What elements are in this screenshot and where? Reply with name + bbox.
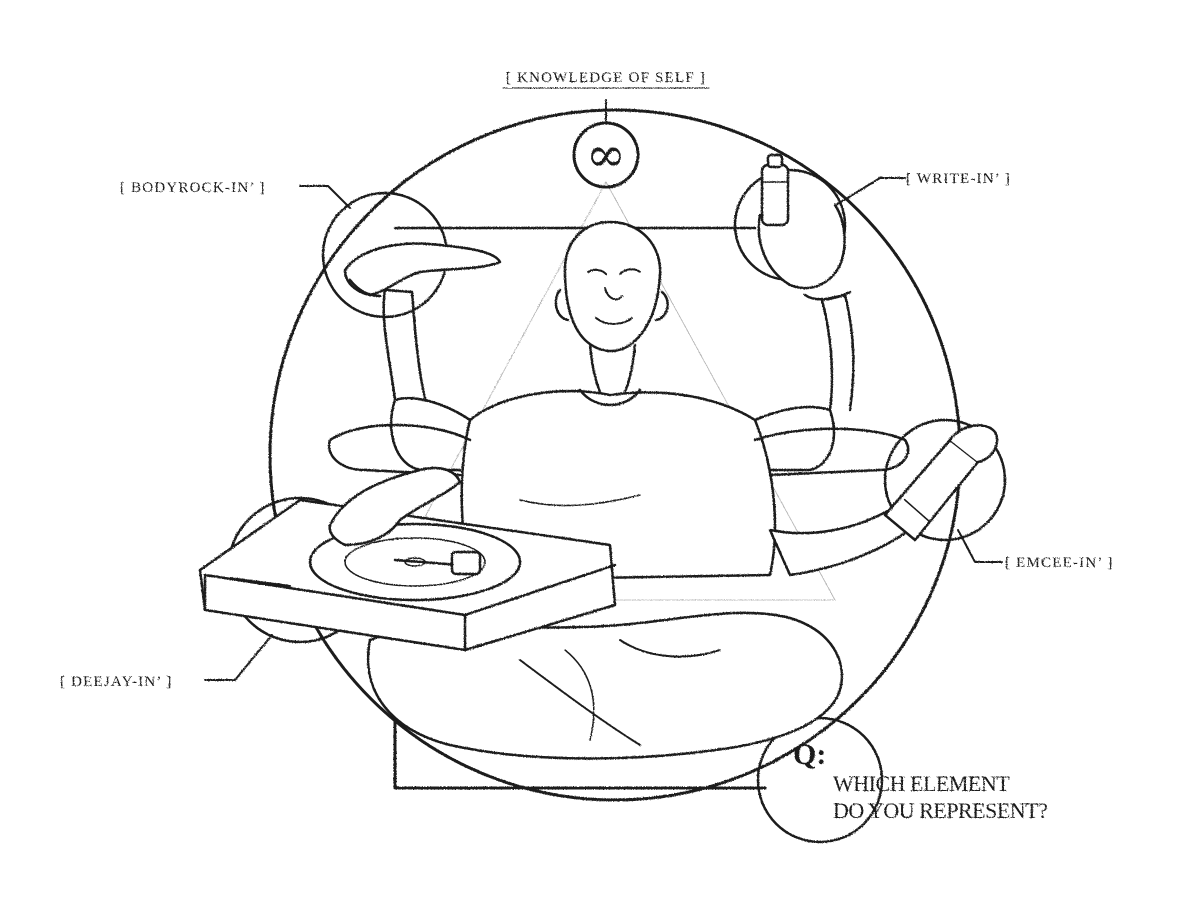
label-write-in: [ WRITE-IN’ ] — [906, 171, 1011, 187]
microphone-icon — [883, 424, 999, 542]
leader-deejay — [204, 634, 273, 681]
base-bracket — [393, 710, 767, 790]
leader-emcee — [957, 529, 1003, 563]
label-bodyrock-in: [ BODYROCK-IN’ ] — [120, 180, 266, 196]
question-line-1: WHICH ELEMENT — [833, 771, 1010, 796]
leader-write — [835, 177, 906, 206]
figure-illustration — [198, 153, 999, 760]
spray-can-icon — [760, 153, 790, 227]
leader-bodyrock — [299, 185, 351, 209]
infinity-symbol-icon: ∞ — [586, 127, 626, 183]
question-prefix: Q: — [793, 738, 826, 771]
label-deejay-in: [ DEEJAY-IN’ ] — [60, 674, 173, 690]
circle-emcee — [883, 418, 1007, 542]
circle-question — [756, 716, 884, 844]
label-knowledge-of-self: [ KNOWLEDGE OF SELF ] — [506, 70, 706, 86]
question-line-2: DO YOU REPRESENT? — [833, 798, 1047, 823]
label-emcee-in: [ EMCEE-IN’ ] — [1005, 555, 1114, 571]
